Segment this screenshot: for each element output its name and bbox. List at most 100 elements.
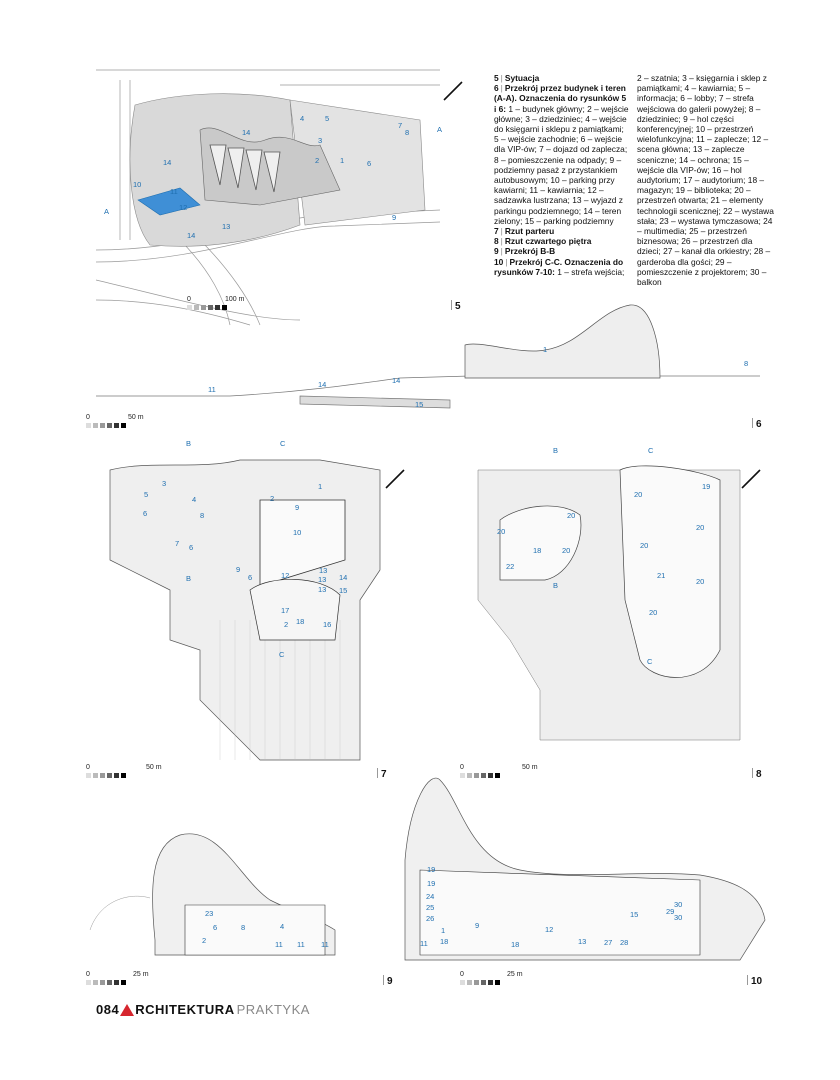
- svg-text:2: 2: [202, 936, 206, 945]
- svg-text:20: 20: [649, 608, 657, 617]
- legend-item-10: 10|Przekrój C-C. Oznaczenia do rysunków …: [494, 256, 625, 277]
- svg-text:28: 28: [620, 938, 628, 947]
- section-mark-a-left: A: [104, 207, 109, 216]
- svg-text:23: 23: [205, 909, 213, 918]
- svg-text:20: 20: [562, 546, 570, 555]
- svg-text:6: 6: [367, 159, 371, 168]
- section-mark-b-8: B: [553, 446, 558, 455]
- svg-text:9: 9: [295, 503, 299, 512]
- svg-text:24: 24: [426, 892, 434, 901]
- svg-text:25: 25: [426, 903, 434, 912]
- svg-text:11: 11: [208, 385, 216, 394]
- legend-col-1: 5|Sytuacja 6|Przekrój przez budynek i te…: [494, 73, 630, 277]
- north-arrow-8: [741, 469, 761, 489]
- figure-number-10: 10: [747, 975, 762, 987]
- svg-text:6: 6: [213, 923, 217, 932]
- brand-section: PRAKTYKA: [236, 1002, 310, 1017]
- svg-text:18: 18: [511, 940, 519, 949]
- svg-text:8: 8: [241, 923, 245, 932]
- figure-number-7: 7: [377, 768, 387, 780]
- legend-item-9: 9|Przekrój B-B: [494, 246, 556, 257]
- svg-text:22: 22: [506, 562, 514, 571]
- svg-text:14: 14: [163, 158, 171, 167]
- svg-text:10: 10: [293, 528, 301, 537]
- svg-text:11: 11: [420, 939, 428, 948]
- svg-text:14: 14: [242, 128, 250, 137]
- section-mark-c-8-low: C: [647, 657, 653, 666]
- svg-text:19: 19: [702, 482, 710, 491]
- svg-text:19: 19: [427, 865, 435, 874]
- legend-item-5: 5|Sytuacja: [494, 73, 540, 83]
- svg-text:29: 29: [666, 907, 674, 916]
- svg-text:20: 20: [696, 523, 704, 532]
- svg-text:3: 3: [318, 136, 322, 145]
- svg-text:18: 18: [296, 617, 304, 626]
- architektura-logo-icon: [120, 1003, 135, 1016]
- legend-item-7: 7|Rzut parteru: [494, 226, 555, 237]
- page-number: 084: [96, 1002, 120, 1017]
- figure-number-6: 6: [752, 418, 762, 430]
- section-mark-c-7: C: [280, 439, 286, 448]
- svg-text:26: 26: [426, 914, 434, 923]
- north-arrow-5: [443, 81, 463, 101]
- svg-text:2: 2: [315, 156, 319, 165]
- svg-text:27: 27: [604, 938, 612, 947]
- svg-text:20: 20: [696, 577, 704, 586]
- svg-text:7: 7: [398, 121, 402, 130]
- svg-text:11: 11: [275, 940, 283, 949]
- svg-text:21: 21: [657, 571, 665, 580]
- figure-number-9: 9: [383, 975, 393, 987]
- svg-text:15: 15: [630, 910, 638, 919]
- svg-text:14: 14: [318, 380, 326, 389]
- svg-text:30: 30: [674, 913, 682, 922]
- svg-text:6: 6: [143, 509, 147, 518]
- svg-text:9: 9: [475, 921, 479, 930]
- svg-text:11: 11: [170, 187, 178, 196]
- svg-text:11: 11: [321, 940, 329, 949]
- svg-text:2: 2: [284, 620, 288, 629]
- svg-text:9: 9: [236, 565, 240, 574]
- svg-text:18: 18: [533, 546, 541, 555]
- svg-text:20: 20: [497, 527, 505, 536]
- svg-text:19: 19: [427, 879, 435, 888]
- brand-name: RCHITEKTURA: [135, 1002, 235, 1017]
- svg-text:1: 1: [441, 926, 445, 935]
- svg-text:3: 3: [162, 479, 166, 488]
- svg-text:13: 13: [222, 222, 230, 231]
- page-footer: 084 RCHITEKTURA PRAKTYKA: [96, 1002, 310, 1017]
- svg-text:15: 15: [339, 586, 347, 595]
- legend-item-6: 6|Przekrój przez budynek i teren (A-A). …: [494, 83, 629, 226]
- svg-text:30: 30: [674, 900, 682, 909]
- svg-text:10: 10: [133, 180, 141, 189]
- svg-text:13: 13: [318, 585, 326, 594]
- building-section-6: [464, 304, 661, 379]
- section-mark-c-8: C: [648, 446, 654, 455]
- mirror-pool: [137, 187, 201, 216]
- svg-text:7: 7: [175, 539, 179, 548]
- svg-text:6: 6: [189, 543, 193, 552]
- svg-text:14: 14: [187, 231, 195, 240]
- section-mark-b-7-low: B: [186, 574, 191, 583]
- legend-col-2: 2 – szatnia; 3 – księgarnia i sklep z pa…: [637, 73, 777, 287]
- svg-text:6: 6: [248, 573, 252, 582]
- svg-text:12: 12: [281, 571, 289, 580]
- svg-text:8: 8: [405, 128, 409, 137]
- svg-text:1: 1: [318, 482, 322, 491]
- svg-text:9: 9: [392, 213, 396, 222]
- svg-text:8: 8: [200, 511, 204, 520]
- legend-col-2-text: 2 – szatnia; 3 – księgarnia i sklep z pa…: [637, 73, 774, 288]
- svg-text:14: 14: [339, 573, 347, 582]
- svg-text:5: 5: [144, 490, 148, 499]
- svg-text:4: 4: [280, 922, 284, 931]
- svg-text:5: 5: [325, 114, 329, 123]
- section-mark-b-8-low: B: [553, 581, 558, 590]
- section-mark-b-7: B: [186, 439, 191, 448]
- svg-text:17: 17: [281, 606, 289, 615]
- svg-text:20: 20: [567, 511, 575, 520]
- svg-text:12: 12: [545, 925, 553, 934]
